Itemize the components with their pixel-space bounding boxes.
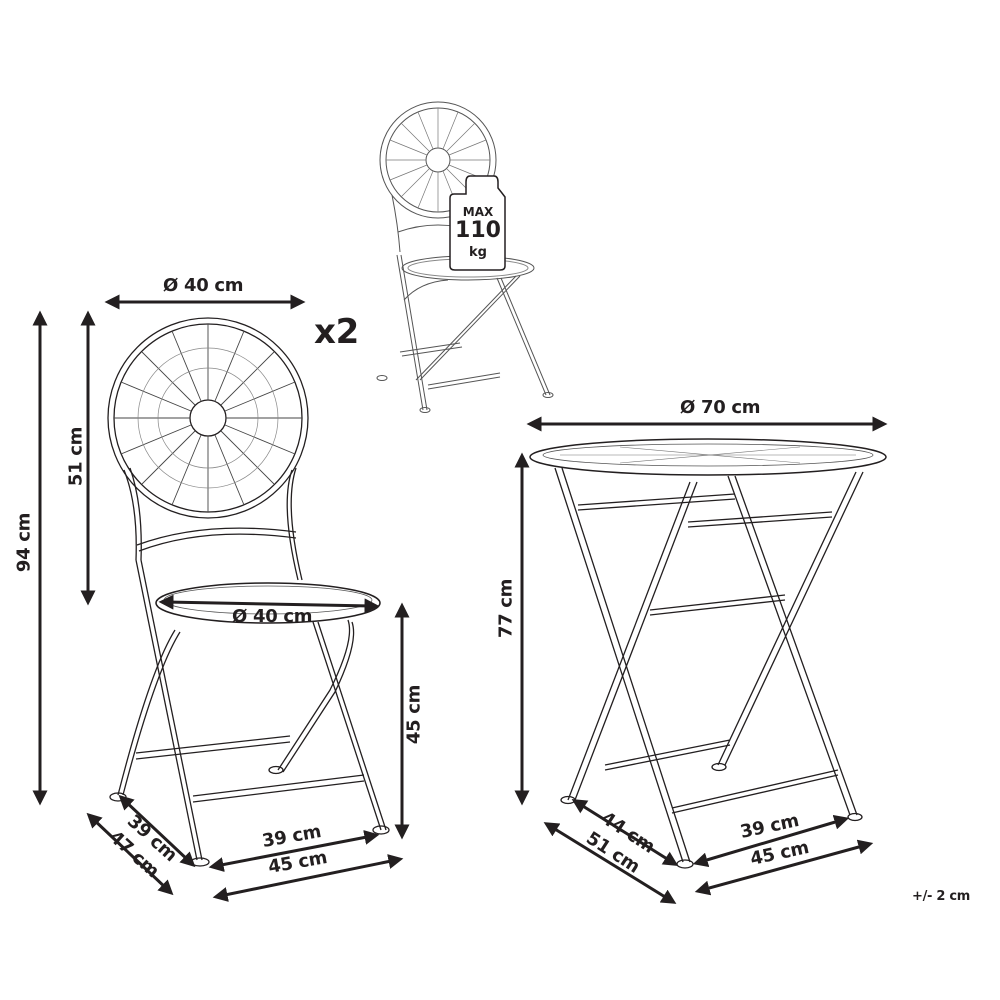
- table-width-outer-arrow: [694, 839, 874, 896]
- table-diameter-label: Ø 70 cm: [680, 397, 761, 418]
- chair-back-height-label: 51 cm: [65, 426, 87, 487]
- dimension-arrows: [32, 294, 888, 904]
- chair-illustration: [107, 317, 390, 867]
- chair-height-label: 94 cm: [13, 512, 35, 573]
- chair-seat-diameter-arrow: [158, 594, 380, 614]
- chair-seat-diameter-label: Ø 40 cm: [232, 606, 313, 627]
- chair-width-outer-arrow: [212, 854, 404, 902]
- max-load-unit: kg: [469, 245, 487, 260]
- quantity-label: x2: [314, 312, 359, 352]
- table-illustration: [529, 438, 887, 869]
- max-load-weight-icon: [449, 175, 506, 271]
- tolerance-note: +/- 2 cm: [912, 889, 970, 904]
- chair-seat-height-label: 45 cm: [403, 684, 425, 745]
- max-load-value: 110: [455, 218, 501, 243]
- chair-depth-outer-arrow: [86, 812, 174, 896]
- table-height-label: 77 cm: [495, 578, 517, 639]
- chair-back-width-label: Ø 40 cm: [163, 275, 244, 296]
- table-depth-outer-arrow: [543, 822, 677, 904]
- max-load-label: MAX: [462, 205, 494, 219]
